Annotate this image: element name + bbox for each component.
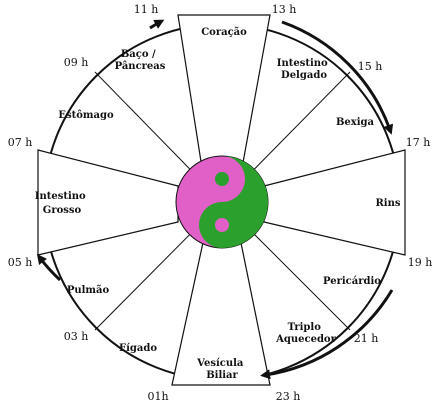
hour-label-07: 07 h xyxy=(8,136,33,149)
arc-top-right xyxy=(281,20,394,135)
trapezoid-boxes xyxy=(37,14,406,386)
hour-label-21: 21 h xyxy=(354,332,379,345)
hour-label-09: 09 h xyxy=(64,56,89,69)
box-rins xyxy=(263,149,406,256)
organ-label-baco-pancreas: Baço / Pâncreas xyxy=(115,49,166,72)
hour-labels: 11 h 13 h 09 h 15 h 07 h 17 h 05 h 19 h … xyxy=(8,3,433,403)
hour-label-17: 17 h xyxy=(406,136,431,149)
organ-label-triplo-aquecedor: Triplo Aquecedor xyxy=(275,322,336,345)
organ-label-bexiga: Bexiga xyxy=(336,117,375,128)
organ-label-coracao: Coração xyxy=(201,27,247,38)
organ-label-rins: Rins xyxy=(375,198,400,209)
direction-arrows xyxy=(36,19,394,380)
organ-label-intestino-delgado: Intestino Delgado xyxy=(277,58,331,81)
box-intestino-grosso xyxy=(37,149,179,256)
organ-label-intestino-grosso: Intestino Grosso xyxy=(35,191,89,216)
hour-label-15: 15 h xyxy=(358,60,383,73)
arrow-top-left xyxy=(149,19,165,30)
hour-label-19: 19 h xyxy=(408,256,433,269)
hour-label-03: 03 h xyxy=(64,330,89,343)
arc-bottom-left xyxy=(36,254,62,282)
hour-label-01: 01h xyxy=(147,390,168,403)
organ-label-pulmao: Pulmão xyxy=(67,285,110,296)
hour-label-11: 11 h xyxy=(134,3,159,16)
hour-label-05: 05 h xyxy=(8,256,33,269)
organ-label-estomago: Estômago xyxy=(58,110,114,121)
organ-label-figado: Fígado xyxy=(119,343,157,354)
hour-label-23: 23 h xyxy=(276,390,301,403)
arc-bottom-right xyxy=(260,289,394,380)
organ-labels: Coração Intestino Delgado Bexiga Rins Pe… xyxy=(35,27,401,381)
organ-label-vesicula-biliar: Vesícula Biliar xyxy=(196,358,247,381)
organ-label-pericardio: Pericárdio xyxy=(323,276,381,287)
hour-label-13: 13 h xyxy=(272,3,297,16)
yin-yang-icon xyxy=(175,155,269,249)
